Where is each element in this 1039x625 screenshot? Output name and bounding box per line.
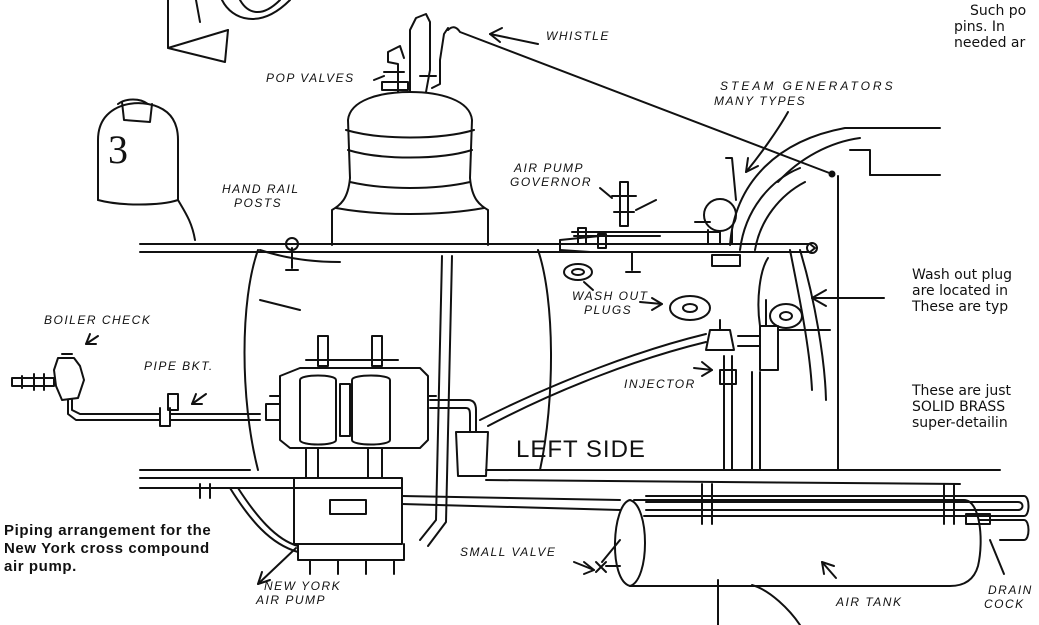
boiler-check [11, 353, 161, 421]
whistle-arrow [489, 33, 539, 45]
text-brass-line2: SOLID BRASS [912, 399, 1006, 415]
pipe-bracket [159, 393, 261, 427]
label-small-valve: SMALL VALVE [460, 545, 557, 559]
pipe-bracket-arrow [191, 393, 207, 405]
steam-generator [694, 157, 741, 267]
label-wash-out-plugs-line1: WASH OUT [572, 289, 649, 303]
injector [705, 257, 831, 471]
air-pump-governor [571, 181, 721, 273]
boiler-check-arrow [85, 335, 99, 345]
steam-pipe [479, 333, 707, 427]
label-whistle: WHISTLE [546, 29, 610, 43]
label-air-pump-governor-line1: AIR PUMP [514, 161, 585, 175]
label-pipe-bracket: PIPE BKT. [144, 359, 214, 373]
air-pump [265, 335, 489, 575]
pump-steam-pipe [419, 255, 453, 547]
label-wash-out-plugs-line2: PLUGS [584, 303, 633, 317]
engine-number: 3 [108, 127, 128, 172]
label-drain-cock-line1: DRAIN [988, 583, 1033, 597]
air-pump-arrow [257, 547, 297, 585]
steam-generators-arrow [745, 111, 789, 173]
caption-line3: air pump. [4, 558, 77, 575]
injector-arrow [693, 367, 713, 371]
running-board [139, 469, 1001, 553]
label-drain-cock-line2: COCK [984, 597, 1025, 611]
text-wash-out-line3: These are typ [912, 299, 1009, 315]
text-wash-out-line2: are located in [912, 283, 1009, 299]
text-top-right-line3: needed ar [954, 35, 1026, 51]
text-brass-line3: super-detailin [912, 415, 1008, 431]
text-top-right-line1: Such po [970, 3, 1027, 19]
text-wash-out-line1: Wash out plug [912, 267, 1013, 283]
label-hand-rail-posts-line2: POSTS [234, 196, 283, 210]
cab-fragment [167, 0, 291, 63]
small-valve [595, 561, 621, 573]
label-steam-generators-line2: MANY TYPES [714, 94, 807, 108]
air-tank-arrow [821, 561, 837, 579]
air-tank [601, 483, 1030, 587]
whistle-rod [447, 26, 833, 175]
label-air-tank: AIR TANK [836, 595, 903, 609]
text-brass-line1: These are just [912, 383, 1012, 399]
label-hand-rail-posts-line1: HAND RAIL [222, 182, 300, 196]
label-steam-generators-line1: STEAM GENERATORS [720, 79, 896, 93]
caption-line2: New York cross compound [4, 540, 210, 557]
caption-line1: Piping arrangement for the [4, 522, 212, 539]
small-valve-arrow [573, 561, 595, 571]
label-injector: INJECTOR [624, 377, 696, 391]
steam-dome [331, 13, 489, 246]
wash-out-plugs [563, 263, 803, 329]
label-left-side: LEFT SIDE [516, 436, 646, 463]
governor-arrow [599, 187, 613, 199]
sand-dome [97, 98, 196, 241]
label-new-york-air-pump-line2: AIR PUMP [256, 593, 327, 607]
label-new-york-air-pump-line1: NEW YORK [264, 579, 342, 593]
drain-cock-arrow [989, 539, 1005, 575]
label-boiler-check: BOILER CHECK [44, 313, 152, 327]
label-pop-valves: POP VALVES [266, 71, 355, 85]
text-top-right-line2: pins. In [954, 19, 1005, 35]
boiler [139, 237, 818, 471]
wash-out-arrow [639, 301, 663, 305]
label-air-pump-governor-line2: GOVERNOR [510, 175, 593, 189]
